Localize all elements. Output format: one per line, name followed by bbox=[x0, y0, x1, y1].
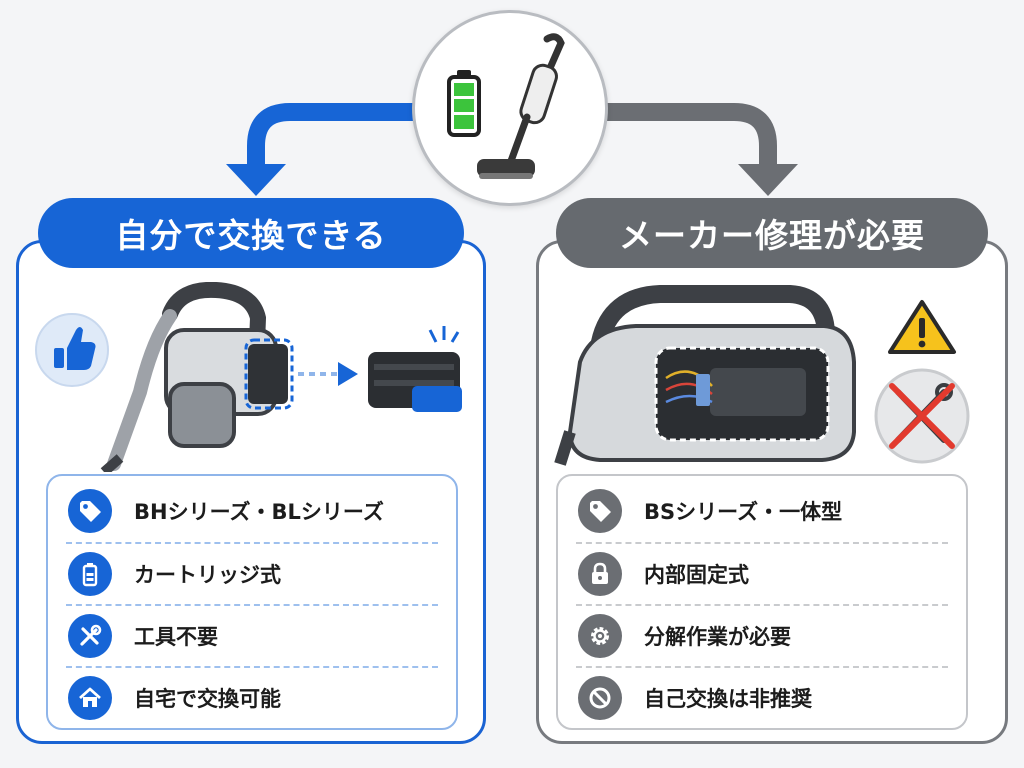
cartridge-battery-icon bbox=[368, 326, 462, 412]
arrow-right-branch bbox=[606, 103, 777, 168]
gear-icon bbox=[578, 614, 622, 658]
list-item: 工具不要 bbox=[66, 604, 438, 666]
internal-battery-illustration bbox=[554, 285, 970, 466]
list-item-label: BHシリーズ・BLシリーズ bbox=[134, 500, 384, 524]
list-item: 自宅で交換可能 bbox=[66, 666, 438, 728]
arrow-right-head bbox=[738, 164, 798, 196]
list-item: 自己交換は非推奨 bbox=[576, 666, 948, 728]
lock-icon bbox=[578, 552, 622, 596]
tag-icon bbox=[578, 489, 622, 533]
list-item: 分解作業が必要 bbox=[576, 604, 948, 666]
list-item-label: 分解作業が必要 bbox=[644, 625, 791, 649]
list-item-label: BSシリーズ・一体型 bbox=[644, 500, 843, 524]
list-item-label: 自己交換は非推奨 bbox=[644, 687, 812, 711]
no-tools-icon bbox=[874, 368, 970, 464]
slide-out-arrow-icon bbox=[298, 362, 358, 386]
prohibited-icon bbox=[578, 676, 622, 720]
battery-level-icon bbox=[447, 70, 481, 137]
list-item: BSシリーズ・一体型 bbox=[576, 480, 948, 542]
manufacturer-repair-title: メーカー修理が必要 bbox=[556, 198, 988, 268]
battery-icon bbox=[68, 552, 112, 596]
self-replace-feature-list: BHシリーズ・BLシリーズ カートリッジ式 工具不要 自宅で交換可能 bbox=[46, 474, 458, 730]
self-replace-title: 自分で交換できる bbox=[38, 198, 464, 268]
manufacturer-repair-feature-list: BSシリーズ・一体型 内部固定式 分解作業が必要 自己交換は非推奨 bbox=[556, 474, 968, 730]
list-item: BHシリーズ・BLシリーズ bbox=[66, 480, 438, 542]
vacuum-body-cutaway-icon bbox=[554, 285, 856, 466]
stick-vacuum-illustration bbox=[447, 33, 565, 179]
arrow-left-branch bbox=[247, 103, 414, 168]
handheld-vacuum-icon bbox=[100, 282, 294, 472]
cartridge-battery-illustration bbox=[35, 282, 462, 472]
tools-icon bbox=[68, 614, 112, 658]
home-icon bbox=[68, 676, 112, 720]
warning-icon bbox=[888, 300, 956, 354]
list-item: カートリッジ式 bbox=[66, 542, 438, 604]
thumbs-up-icon bbox=[35, 313, 109, 387]
list-item: 内部固定式 bbox=[576, 542, 948, 604]
list-item-label: 内部固定式 bbox=[644, 563, 749, 587]
list-item-label: 自宅で交換可能 bbox=[134, 687, 281, 711]
vacuum-icon bbox=[477, 33, 565, 179]
list-item-label: カートリッジ式 bbox=[134, 563, 281, 587]
list-item-label: 工具不要 bbox=[134, 625, 218, 649]
center-vacuum-circle bbox=[412, 10, 608, 206]
arrow-left-head bbox=[226, 164, 286, 196]
tag-icon bbox=[68, 489, 112, 533]
